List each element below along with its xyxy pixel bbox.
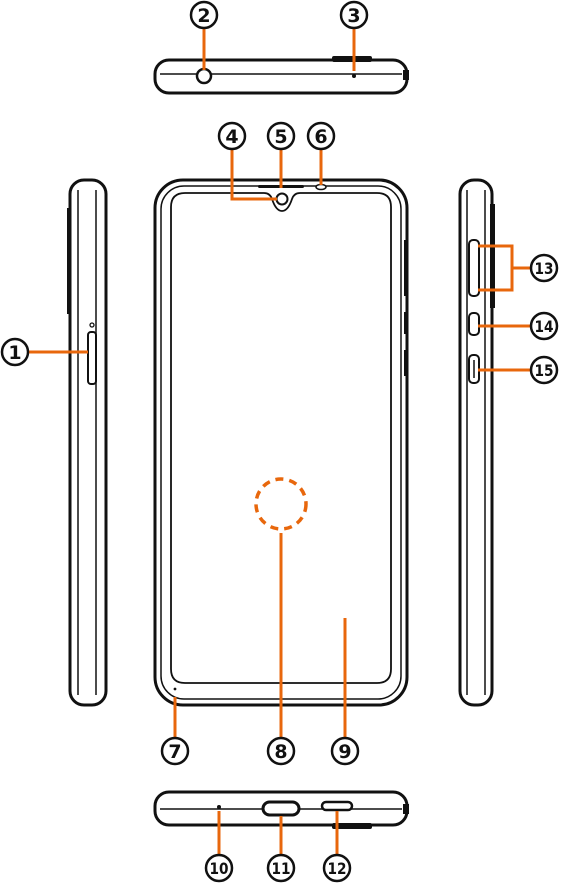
callout-3-label: 3 bbox=[347, 5, 360, 27]
callout-4: 4 bbox=[217, 121, 247, 151]
top-edge-bump bbox=[332, 56, 372, 62]
top-microphone-hole bbox=[352, 74, 356, 78]
fingerprint-sensor-area bbox=[254, 477, 308, 531]
callout-11-label: 11 bbox=[272, 859, 291, 878]
callout-7-label: 7 bbox=[168, 741, 181, 763]
left-side-view bbox=[67, 178, 108, 707]
front-sensor bbox=[315, 183, 327, 191]
callout-3: 3 bbox=[339, 0, 369, 30]
callout-6-label: 6 bbox=[314, 126, 327, 148]
callout-12-label: 12 bbox=[328, 859, 347, 878]
volume-keys bbox=[468, 239, 480, 297]
top-edge-view bbox=[153, 56, 409, 95]
callout-2: 2 bbox=[189, 0, 219, 30]
callout-5: 5 bbox=[266, 121, 296, 151]
sim-eject-hole bbox=[89, 322, 95, 328]
right-side-view bbox=[458, 178, 495, 707]
callout-11: 11 bbox=[266, 853, 296, 883]
callout-10-label: 10 bbox=[210, 859, 229, 878]
callout-4-label: 4 bbox=[225, 126, 238, 148]
callout-15: 15 bbox=[529, 355, 559, 385]
callout-12: 12 bbox=[322, 853, 352, 883]
bottom-microphone-hole bbox=[217, 805, 221, 809]
callout-13-label: 13 bbox=[535, 259, 554, 278]
leader-4 bbox=[230, 149, 277, 201]
usb-type-c-port bbox=[261, 800, 301, 817]
speaker-grille bbox=[320, 800, 354, 812]
assist-key bbox=[468, 312, 480, 336]
callout-1-label: 1 bbox=[8, 342, 21, 364]
display-screen bbox=[170, 192, 392, 684]
callout-9-label: 9 bbox=[338, 741, 351, 763]
callout-9: 9 bbox=[330, 736, 360, 766]
leader-lines bbox=[28, 27, 530, 854]
callout-2-label: 2 bbox=[197, 5, 210, 27]
callout-14-label: 14 bbox=[535, 317, 554, 336]
callout-15-label: 15 bbox=[535, 361, 554, 380]
callout-10: 10 bbox=[204, 853, 234, 883]
callout-6: 6 bbox=[306, 121, 336, 151]
callout-8: 8 bbox=[266, 736, 296, 766]
callout-13: 13 bbox=[529, 253, 559, 283]
callout-14: 14 bbox=[529, 311, 559, 341]
headphone-jack bbox=[195, 67, 213, 85]
callout-7: 7 bbox=[160, 736, 190, 766]
callout-5-label: 5 bbox=[274, 126, 287, 148]
callout-1: 1 bbox=[0, 337, 30, 367]
front-microphone-hole bbox=[173, 687, 177, 691]
callout-8-label: 8 bbox=[274, 741, 287, 763]
front-camera bbox=[275, 192, 289, 206]
sim-card-tray bbox=[87, 331, 97, 385]
